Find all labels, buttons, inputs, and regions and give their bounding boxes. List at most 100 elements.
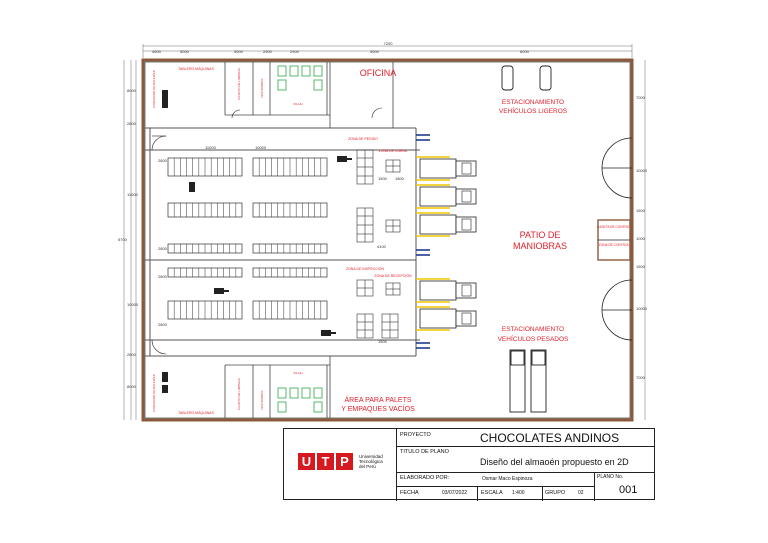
caseta-control: CASETA DE CONTROL	[597, 225, 631, 229]
bottom-rooms	[224, 356, 331, 418]
left-dim-5: 2800	[127, 352, 137, 357]
top-dim-7: 6000	[520, 49, 530, 54]
tb-divider-v2	[594, 472, 595, 501]
tb-divider-v1	[396, 429, 397, 501]
outer-walls	[141, 58, 634, 422]
grupo-value: 02	[578, 490, 584, 496]
utp-line1: Universidad	[359, 454, 383, 459]
proyecto-label: PROYECTO	[400, 432, 431, 438]
inner-dim-10: 1800	[395, 176, 405, 181]
right-dim-5: 1500	[636, 264, 646, 269]
inner-dim-8: 1500	[378, 176, 388, 181]
loading-docks	[416, 134, 477, 349]
escala-value: 1:400	[512, 490, 525, 496]
gate-doors	[597, 137, 633, 341]
utp-letter-u: U	[298, 453, 315, 470]
patio-1: PATIO DE	[520, 230, 561, 240]
top-dim-2: 5000	[180, 49, 190, 54]
room-tablero-top: TABLERO MÁQUINAS	[178, 67, 214, 71]
top-dimension-lines	[142, 44, 633, 58]
title-block: U T P Universidad Tecnológica del Perú P…	[283, 428, 655, 501]
zona-pedido: ZONA DE PEDIDO	[348, 137, 378, 141]
fecha-value: 03/07/2022	[442, 490, 468, 496]
top-rooms	[224, 62, 394, 128]
right-dim-2: 10000	[636, 168, 648, 173]
floor-plan: 7200 4600 5000 5000 2500 2500 5000 6000 …	[118, 41, 648, 422]
est-ligeros-1: ESTACIONAMIENTO	[502, 99, 564, 106]
inner-dim-5: 2800	[158, 274, 168, 279]
zona-control: ZONA DE CONTROL	[599, 243, 630, 247]
inner-doors	[151, 107, 383, 355]
utp-letter-t: T	[317, 453, 334, 470]
est-pesados-2: VEHÍCULOS PESADOS	[498, 334, 569, 343]
tb-divider-h1	[396, 446, 655, 447]
top-dim-3: 5000	[234, 49, 244, 54]
forklifts	[162, 90, 352, 393]
left-dimension-lines	[123, 60, 137, 420]
left-total-dim: 5700	[118, 237, 128, 242]
utp-line3: del Perú	[359, 464, 376, 469]
tb-divider-h3	[396, 486, 594, 487]
top-dim-segments: 4600 5000 5000 2500 2500 5000 6000	[152, 49, 530, 54]
storage-racks	[167, 157, 328, 320]
room-cargador-bottom: CARGADOR DE BATERÍAS	[152, 374, 156, 412]
left-dim-2: 2800	[127, 121, 137, 126]
outer-walls-inner	[144, 61, 631, 419]
patio-2: MANIOBRAS	[513, 241, 567, 251]
inner-dim-9: 1500	[378, 339, 388, 344]
est-ligeros-2: VEHÍCULOS LIGEROS	[499, 106, 568, 115]
area-palets-2: Y EMPAQUES VACÍOS	[341, 404, 415, 413]
elaborado-value: Osmar Maco Espinoza	[482, 476, 533, 482]
utp-line2: Tecnológica	[359, 459, 383, 464]
tb-divider-v4	[542, 486, 543, 501]
inner-dim-3: 2800	[158, 158, 168, 163]
room-cuarto-bottom: CUARTO DE LIMPIEZA	[237, 378, 241, 410]
zona-inspeccion: ZONA DE INSPECCIÓN	[346, 266, 385, 271]
room-vestidores-top: VESTIDORES	[260, 79, 264, 98]
right-dim-1: 7000	[636, 95, 646, 100]
plano-label: PLANO No.	[597, 474, 624, 480]
left-dim-3: 11000	[127, 192, 139, 197]
area-palets-1: ÁREA PARA PALETS	[344, 395, 411, 404]
top-total-dim: 7200	[384, 41, 394, 46]
est-pesados-1: ESTACIONAMIENTO	[502, 326, 564, 333]
inner-dim-7: 4100	[377, 244, 387, 249]
top-dim-1: 4600	[152, 49, 162, 54]
utp-logo: U T P Universidad Tecnológica del Perú	[298, 453, 383, 470]
inner-dim-6: 2800	[158, 322, 168, 327]
fecha-label: FECHA	[400, 490, 419, 496]
warehouse-walls	[145, 127, 420, 357]
room-vestidores-bottom: VESTIDORES	[260, 391, 264, 410]
light-vehicles	[501, 65, 552, 91]
right-dim-4: 1000	[636, 236, 646, 241]
pallet-stacks	[356, 149, 401, 339]
toilets	[277, 65, 323, 413]
tb-divider-h2	[396, 472, 655, 473]
titulo-value: Diseño del almaoén propuesto en 2D	[480, 457, 629, 467]
zona-recepcion: ZONA DE RECEPCIÓN	[374, 273, 412, 278]
inner-dim-4: 2800	[158, 246, 168, 251]
elaborado-label: ELABORADO POR:	[400, 475, 450, 481]
right-dim-3: 1500	[636, 208, 646, 213]
inner-dim-1: 11000	[205, 145, 217, 150]
room-cargador-top: CARGADOR DE BATERÍAS	[152, 70, 156, 108]
inner-dim-2: 10000	[255, 145, 267, 150]
top-dim-5: 2500	[290, 49, 300, 54]
room-oficina: OFICINA	[360, 68, 397, 78]
grupo-label: GRUPO	[545, 490, 566, 496]
heavy-vehicles	[509, 349, 547, 413]
plano-value: 001	[619, 484, 638, 496]
room-ss-top: SS.HH	[293, 102, 302, 106]
escala-label: ESCALA	[481, 490, 503, 496]
room-cuarto-top: CUARTO DE LIMPIEZA	[237, 68, 241, 100]
left-dim-4: 10000	[127, 302, 139, 307]
tb-divider-v3	[477, 486, 478, 501]
zona-carga: ZONA DE CARGA	[379, 149, 408, 153]
titulo-label: TITULO DE PLANO	[400, 449, 449, 455]
right-dim-7: 7000	[636, 375, 646, 380]
room-tablero-bottom: TABLERO MÁQUINAS	[178, 411, 214, 415]
proyecto-value: CHOCOLATES ANDINOS	[480, 431, 620, 445]
right-dim-6: 10000	[636, 306, 648, 311]
top-dim-4: 2500	[263, 49, 273, 54]
left-dim-6: 8000	[127, 384, 137, 389]
